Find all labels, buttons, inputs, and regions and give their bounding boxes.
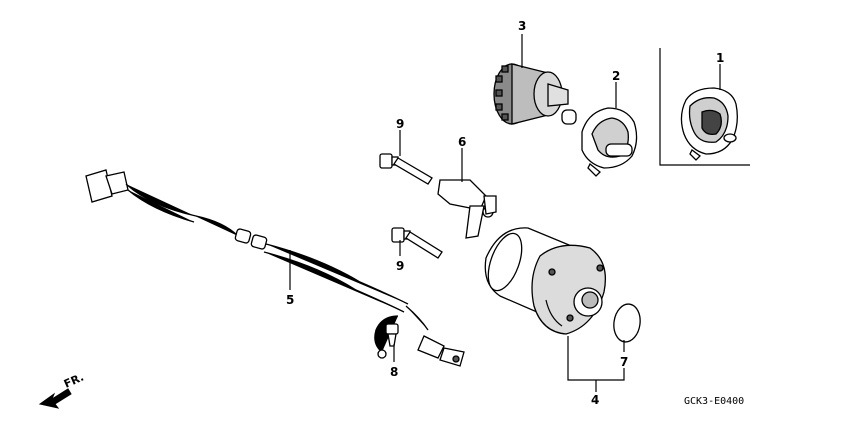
part-3-gear <box>493 63 577 125</box>
part-2-cover <box>581 107 638 177</box>
part-8-bolt <box>385 323 399 347</box>
part-6-terminal <box>437 179 497 239</box>
callout-9-upper: 9 <box>396 117 404 131</box>
part-4-starter-motor <box>484 227 607 335</box>
callout-6: 6 <box>458 135 466 149</box>
callout-9-lower: 9 <box>396 259 404 273</box>
callout-8: 8 <box>390 365 398 379</box>
part-1-cover <box>659 48 750 166</box>
part-1-frame <box>659 48 750 166</box>
diagram-code: GCK3-E0400 <box>684 396 744 407</box>
part-7-o-ring <box>613 303 641 343</box>
callout-3: 3 <box>518 19 526 33</box>
part-9-bolt-lower <box>391 227 443 259</box>
callout-2: 2 <box>612 69 620 83</box>
direction-label: FR. <box>62 371 86 391</box>
callout-1: 1 <box>716 51 724 65</box>
part-5-wire-harness <box>85 169 465 367</box>
callout-4: 4 <box>591 393 599 407</box>
front-direction-arrow-icon <box>38 388 72 409</box>
part-9-bolt-upper <box>379 153 433 185</box>
callout-5: 5 <box>286 293 294 307</box>
leader-lines <box>289 34 721 392</box>
callout-7: 7 <box>620 355 628 369</box>
